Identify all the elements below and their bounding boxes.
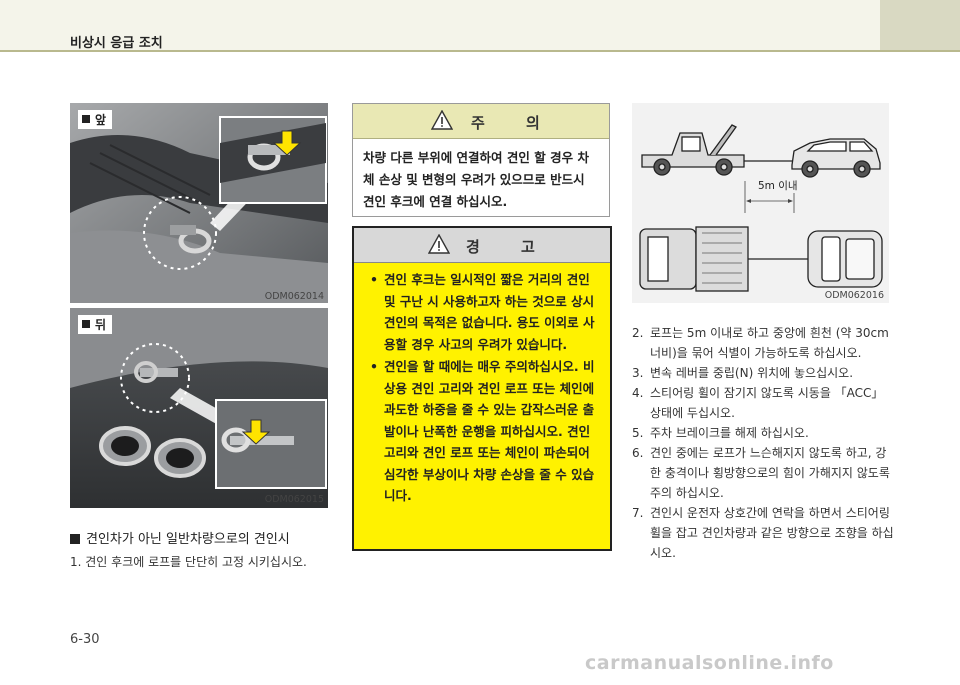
step-item: 4.스티어링 휠이 잠기지 않도록 시동을 「ACC」 상태에 두십시오. [632,386,884,420]
page-header [0,0,960,50]
warning-box: 경 고 견인 후크는 일시적인 짧은 거리의 견인 및 구난 시 사용하고자 하… [352,226,612,551]
rear-photo-code: ODM062015 [264,494,324,505]
step-item: 5.주차 브레이크를 해제 하십시오. [632,426,809,440]
towing-diagram: 5m 이내 [632,103,889,303]
diagram-code: ODM062016 [824,290,884,301]
caution-text: 차량 다른 부위에 연결하여 견인 할 경우 차체 손상 및 변형의 우려가 있… [363,150,589,209]
tow-truck-top [639,226,749,292]
tow-truck-side [641,124,745,176]
warning-title: 경 고 [466,238,553,256]
step-item: 3.변속 레버를 중립(N) 위치에 놓으십시오. [632,366,854,380]
rear-label: 뒤 [78,315,113,334]
front-photo-code: ODM062014 [264,291,324,302]
towed-car-top [807,230,883,288]
tow-truck-and-car-diagram [632,103,889,303]
caution-header: 주 의 [353,104,609,139]
front-label: 앞 [78,110,113,129]
watermark: carmanualsonline.info [585,652,834,674]
warning-triangle-icon [431,110,453,130]
steps-list: 2.로프는 5m 이내로 하고 중앙에 흰천 (약 30cm 너비)을 묶어 식… [632,323,896,563]
rear-tow-hook-photo: 뒤 [70,308,328,508]
header-tab [880,0,960,50]
rear-bumper-illustration [70,308,328,508]
warning-item: 견인 후크는 일시적인 짧은 거리의 견인 및 구난 시 사용하고자 하는 것으… [368,269,600,355]
caution-title: 주 의 [471,114,558,132]
towed-car-side [791,138,881,178]
header-rule [0,50,960,52]
warning-text: 견인 후크는 일시적인 짧은 거리의 견인 및 구난 시 사용하고자 하는 것으… [354,263,610,507]
step-item: 7.견인시 운전자 상호간에 연락을 하면서 스티어링 휠을 잡고 견인차량과 … [632,506,894,560]
warning-item: 견인을 할 때에는 매우 주의하십시오. 비상용 견인 고리와 견인 로프 또는… [368,356,600,507]
page-number: 6-30 [70,632,100,647]
front-tow-hook-photo: 앞 [70,103,328,303]
step-item: 2.로프는 5m 이내로 하고 중앙에 흰천 (약 30cm 너비)을 묶어 식… [632,326,889,360]
step-item: 6.견인 중에는 로프가 느슨해지지 않도록 하고, 강한 충격이나 횡방향으로… [632,446,890,500]
distance-label: 5m 이내 [756,178,800,193]
section-heading: 견인차가 아닌 일반차량으로의 견인시 [70,528,290,547]
step-1: 1. 견인 후크에 로프를 단단히 고정 시키십시오. [70,555,307,569]
warning-header: 경 고 [354,228,610,263]
caution-box: 주 의 차량 다른 부위에 연결하여 견인 할 경우 차체 손상 및 변형의 우… [352,103,610,217]
front-bumper-illustration [70,103,328,303]
warning-triangle-icon [428,234,450,254]
page-title: 비상시 응급 조치 [70,36,163,51]
